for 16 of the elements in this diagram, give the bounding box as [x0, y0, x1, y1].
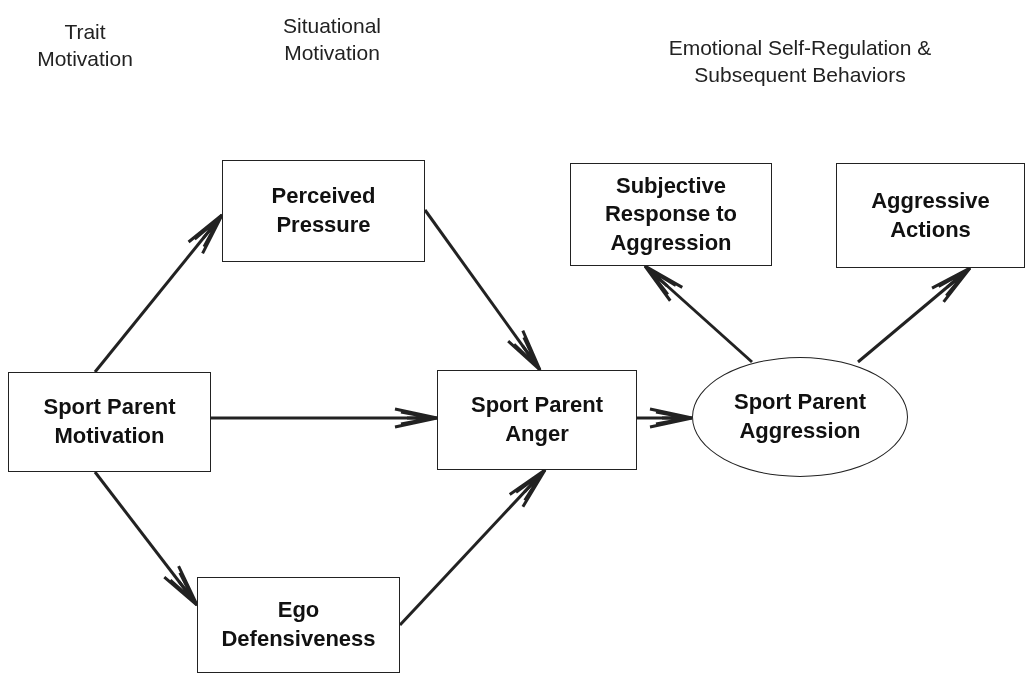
- process-box: [570, 163, 772, 266]
- process-box: [197, 577, 400, 673]
- node-label: Sport Parent Aggression: [733, 388, 867, 445]
- node-label: Ego Defensiveness: [220, 596, 377, 653]
- column-heading: Situational Motivation: [281, 13, 383, 67]
- node-label: Aggressive Actions: [870, 186, 991, 244]
- column-heading: Trait Motivation: [36, 19, 134, 73]
- node-label: Sport Parent Motivation: [42, 393, 177, 450]
- process-box: [8, 372, 211, 472]
- process-box: [222, 160, 425, 262]
- process-box: [836, 163, 1025, 268]
- node-label: Subjective Response to Aggression: [604, 171, 738, 257]
- process-box: [437, 370, 637, 470]
- column-heading: Emotional Self-Regulation & Subsequent Behaviors: [667, 35, 933, 89]
- node-label: Sport Parent Anger: [470, 391, 604, 448]
- node-label: Perceived Pressure: [270, 182, 377, 239]
